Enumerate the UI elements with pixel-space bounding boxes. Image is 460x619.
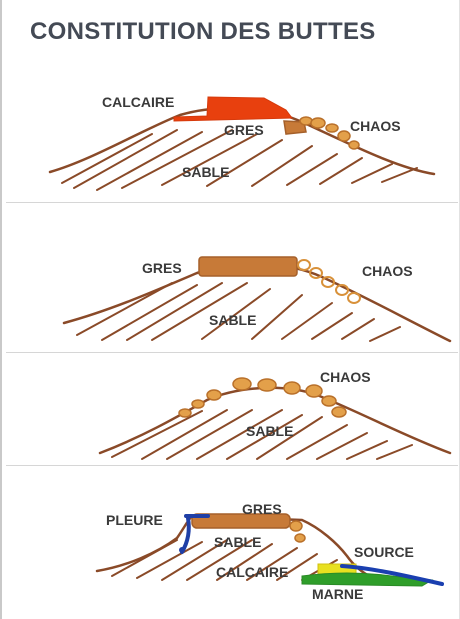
gres-layer	[199, 257, 297, 276]
gres-block	[295, 534, 305, 542]
panel-divider	[6, 202, 458, 203]
panel-calcaire-butte: CALCAIRE GRES CHAOS SABLE	[2, 60, 460, 200]
hill-outline	[100, 388, 450, 453]
label-calcaire: CALCAIRE	[216, 564, 288, 580]
panel-source-butte: PLEURE GRES SABLE SOURCE CALCAIRE MARNE	[2, 468, 460, 608]
panel-divider	[6, 352, 458, 353]
label-chaos: CHAOS	[320, 369, 371, 385]
panel-chaos-butte: CHAOS SABLE	[2, 355, 460, 463]
label-sable: SABLE	[182, 164, 229, 180]
label-sable: SABLE	[209, 312, 256, 328]
label-calcaire: CALCAIRE	[102, 94, 174, 110]
panel-divider	[6, 465, 458, 466]
calcaire-layer	[174, 97, 292, 121]
label-marne: MARNE	[312, 586, 363, 602]
label-sable: SABLE	[246, 423, 293, 439]
gres-block	[290, 521, 302, 531]
butte-3-drawing	[2, 355, 460, 463]
sand-hatching	[62, 130, 417, 190]
label-chaos: CHAOS	[350, 118, 401, 134]
label-source: SOURCE	[354, 544, 414, 560]
pleure-drop	[179, 547, 185, 553]
label-chaos: CHAOS	[362, 263, 413, 279]
label-sable: SABLE	[214, 534, 261, 550]
label-gres: GRES	[224, 122, 264, 138]
label-gres: GRES	[142, 260, 182, 276]
panel-gres-butte: GRES CHAOS SABLE	[2, 205, 460, 350]
label-pleure: PLEURE	[106, 512, 163, 528]
diagram-title: CONSTITUTION DES BUTTES	[30, 18, 376, 46]
marne-layer	[302, 573, 432, 586]
label-gres: GRES	[242, 501, 282, 517]
